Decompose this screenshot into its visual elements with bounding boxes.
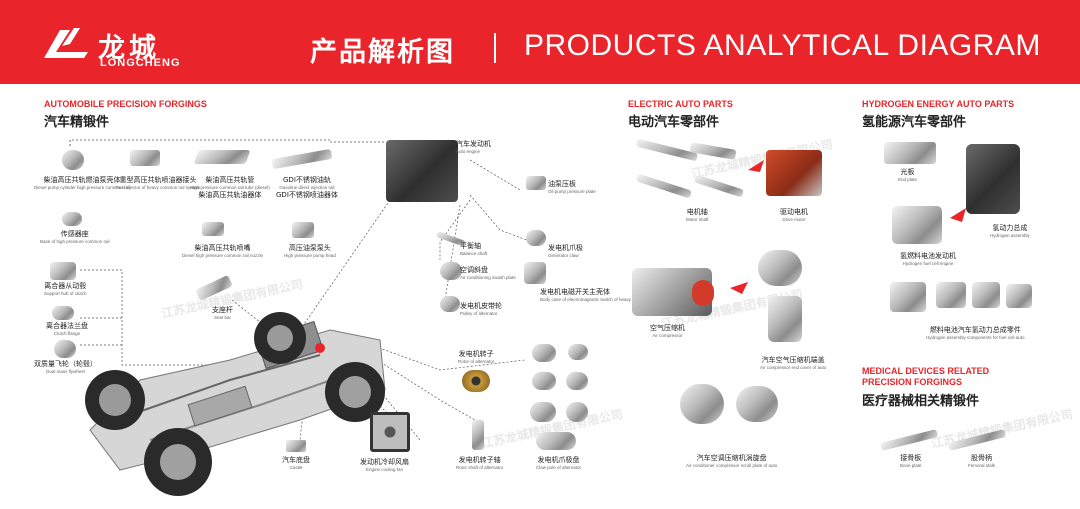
car-wheels: [85, 312, 385, 496]
hydrogen-assembly-part: [966, 144, 1020, 214]
injector-joint-part: [130, 150, 160, 166]
rotor-part-2: [568, 344, 588, 360]
fc-component-part-1: [890, 282, 926, 312]
ac-swash-plate-part: [440, 262, 462, 280]
longcheng-logo-icon: [44, 28, 88, 58]
section-medical-en-1: MEDICAL DEVICES RELATED: [862, 366, 990, 376]
header-banner: 龙城 LONGCHENG 产品解析图 PRODUCTS ANALYTICAL D…: [0, 0, 1080, 84]
chassis-part: [286, 440, 306, 452]
sensor-seat-part: [62, 212, 82, 226]
compressor-end-part-2: [768, 296, 802, 342]
rotor-shaft-part: [472, 420, 484, 450]
rotor-part-3: [532, 372, 556, 390]
rotor-part-1: [532, 344, 556, 362]
section-electric-en: ELECTRIC AUTO PARTS: [628, 99, 733, 109]
section-hydrogen-cn: 氢能源汽车零部件: [862, 115, 967, 130]
air-compressor-red-cap: [692, 280, 714, 306]
rotor-part-5: [530, 402, 556, 422]
scroll-plate-part-1: [680, 384, 724, 424]
clutch-hub-part: [50, 262, 76, 280]
end-plate-part: [884, 142, 936, 164]
pump-housing-part: [62, 150, 84, 170]
clutch-flange-part: [52, 306, 74, 320]
engine-part: [386, 140, 458, 202]
logo-cn-text: 龙城: [98, 33, 160, 64]
alternator-pulley-part: [440, 296, 460, 312]
section-electric-cn: 电动汽车零部件: [628, 115, 720, 130]
starter-switch-part: [524, 262, 546, 284]
title-cn: 产品解析图: [310, 37, 455, 68]
cooling-fan-part: [370, 412, 410, 452]
nozzle-part: [202, 222, 224, 236]
fc-component-part-3: [972, 282, 1000, 308]
rotor-part-4: [566, 372, 588, 390]
rotor-assembly-part: [462, 370, 490, 392]
flywheel-label: 双质量飞轮（轮毂）Dual mass flywheel: [34, 360, 97, 374]
section-medical-cn: 医疗器械相关精锻件: [862, 394, 980, 409]
section-hydrogen-en: HYDROGEN ENERGY AUTO PARTS: [862, 99, 1015, 109]
scroll-plate-part-2: [736, 386, 778, 422]
logo-en-text: LONGCHENG: [100, 57, 181, 69]
title-en: PRODUCTS ANALYTICAL DIAGRAM: [524, 29, 1041, 62]
rotor-part-6: [566, 402, 588, 422]
pump-head-part: [292, 222, 314, 238]
claw-pole-part: [536, 432, 576, 450]
title-divider: [494, 33, 496, 63]
fc-component-part-2: [936, 282, 966, 308]
fc-component-part-4: [1006, 284, 1032, 308]
compressor-end-part-1: [758, 250, 802, 286]
fuel-cell-engine-part: [892, 206, 942, 244]
section-forgings-en: AUTOMOBILE PRECISION FORGINGS: [44, 99, 207, 109]
section-forgings-cn: 汽车精锻件: [44, 115, 110, 130]
generator-claw-part: [526, 230, 546, 246]
oil-pump-plate-part: [526, 176, 546, 190]
flywheel-part: [54, 340, 76, 358]
section-medical-en-2: PRECISION FORGINGS: [862, 377, 963, 387]
drive-motor-part: [766, 150, 822, 196]
